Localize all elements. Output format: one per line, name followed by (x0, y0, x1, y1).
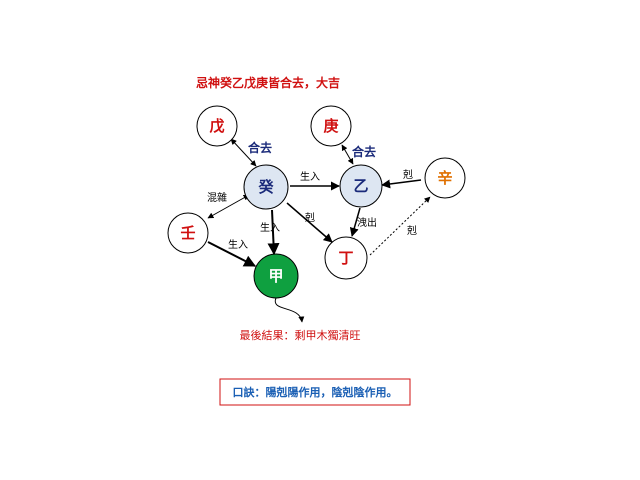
node-ding-label: 丁 (338, 249, 353, 267)
label-he-qu-left: 合去 (248, 140, 272, 155)
node-jia-label: 甲 (268, 267, 283, 285)
node-jia: 甲 (253, 253, 299, 299)
node-geng-label: 庚 (323, 117, 338, 135)
label-sheng-ru-ren-jia: 生入 (228, 238, 248, 251)
edge-ren-gui (207, 194, 250, 219)
result-text: 最後結果：剩甲木獨清旺 (240, 328, 361, 342)
node-xin: 辛 (424, 157, 466, 199)
edge-ding-xin (369, 196, 431, 256)
label-sheng-ru-gui-yi: 生入 (300, 170, 320, 183)
node-ren: 壬 (167, 212, 209, 254)
node-xin-label: 辛 (437, 169, 452, 187)
edge-yi-ding (349, 207, 361, 237)
tip-text: 口訣：陽剋陽作用，陰剋陰作用。 (233, 385, 398, 399)
label-ke-xin-yi: 剋 (403, 169, 413, 181)
node-gui: 癸 (243, 164, 289, 210)
label-sheng-ru-gui-jia: 生入 (260, 221, 280, 234)
node-ren-label: 壬 (180, 224, 195, 242)
diagram-title: 忌神癸乙戊庚皆合去，大吉 (196, 75, 340, 90)
label-ke-ding-xin: 剋 (407, 225, 417, 237)
edge-jia-result (274, 297, 305, 323)
tip-box: 口訣：陽剋陽作用，陰剋陰作用。 (219, 378, 411, 406)
label-he-qu-right: 合去 (352, 144, 376, 159)
label-xie-chu: 洩出 (357, 216, 377, 229)
edge-ren-jia (207, 241, 257, 267)
node-geng: 庚 (310, 105, 352, 147)
node-yi: 乙 (339, 164, 383, 208)
edge-xin-yi (381, 179, 422, 189)
node-gui-label: 癸 (257, 178, 274, 196)
node-ding: 丁 (324, 236, 368, 280)
node-yi-label: 乙 (353, 177, 368, 195)
edge-wu-gui (230, 138, 257, 167)
label-hun-zhu: 混雜 (207, 191, 227, 204)
label-ke-gui-ding: 剋 (305, 212, 315, 224)
edge-gui-ding (286, 202, 333, 243)
node-wu-label: 戊 (209, 117, 224, 135)
edge-gui-jia (267, 209, 280, 256)
edge-geng-yi (341, 144, 354, 165)
node-wu: 戊 (196, 105, 238, 147)
